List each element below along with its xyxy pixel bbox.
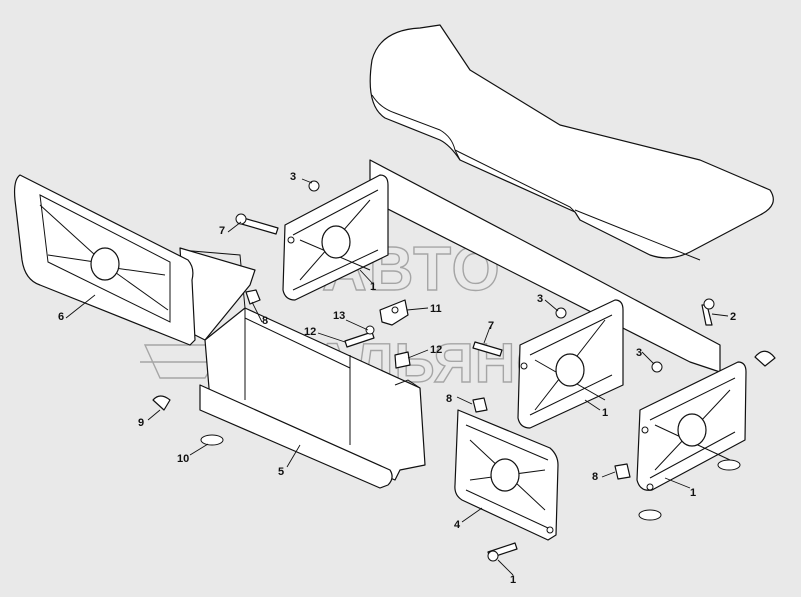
floor-panel [369,24,774,373]
callout-2: 2 [730,311,736,323]
callout-8-right: 8 [592,471,598,483]
nut-icon [245,289,261,305]
mudflap-part-1-upper [282,174,389,301]
callout-9: 9 [138,417,144,429]
screw-head-icon [235,213,247,225]
grommet-icon [754,350,776,367]
mudflap-part-4 [454,409,559,541]
callout-labels: 1 1 1 1 1 2 3 3 3 4 5 6 7 7 8 8 8 9 10 1… [58,171,736,586]
grommet-icon [717,459,741,471]
callout-1-middle: 1 [602,407,608,419]
grommet-icon [200,434,224,446]
nut-icon [308,180,320,192]
bolt-icon [344,331,375,348]
callout-12-left: 12 [304,326,316,338]
callout-3-upper: 3 [290,171,296,183]
callout-10: 10 [177,453,189,465]
grommet-icon [152,395,171,411]
callout-1-right: 1 [690,487,696,499]
callout-13: 13 [333,310,345,322]
callout-1-bottom-bolt: 1 [510,574,516,586]
callout-11: 11 [430,303,442,315]
callout-3-middle: 3 [537,293,543,305]
nut-icon [472,397,488,413]
screw-head-icon [703,298,715,310]
callout-6: 6 [58,311,64,323]
leader-lines [65,178,729,576]
grommet-icon [638,509,662,521]
callout-1-upper: 1 [370,281,376,293]
callout-7-left: 7 [219,225,225,237]
bolt-icon [472,341,503,357]
callout-7-right: 7 [488,320,494,332]
washer-icon [365,325,375,335]
callout-8-left: 8 [262,315,268,327]
callout-5: 5 [278,466,284,478]
fasteners [152,180,776,562]
nut-icon [614,463,631,480]
screw-head-icon [487,550,499,562]
nut-icon [555,307,567,319]
rivet-icon [394,351,411,369]
mudflap-part-1-middle [517,299,624,429]
nut-icon [651,361,663,373]
callout-4: 4 [454,519,461,531]
callout-12-right: 12 [430,344,442,356]
mudflap-part-1-right [636,361,747,491]
callout-8-middle: 8 [446,393,452,405]
mudflap-part-6 [13,174,196,346]
callout-3-right: 3 [636,347,642,359]
